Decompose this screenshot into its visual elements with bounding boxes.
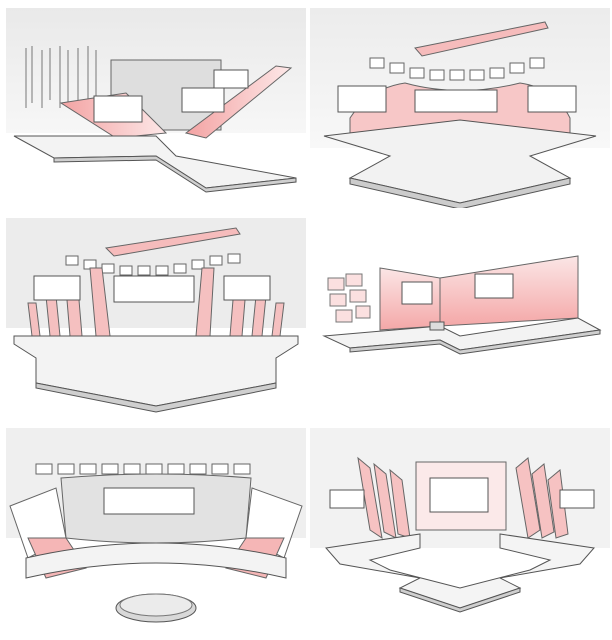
stage-sketch-4-drawing: [322, 255, 602, 355]
stage-sketch-2: [310, 8, 610, 208]
stage-sketch-1: [6, 8, 306, 208]
stage-sketch-1-drawing: [6, 8, 306, 193]
stage-sketch-3-drawing: [6, 218, 306, 413]
stage-sketch-2-drawing: [310, 8, 610, 208]
stage-sketch-6: [310, 428, 610, 628]
stage-sketch-3: [6, 218, 306, 418]
stage-sketch-6-drawing: [310, 428, 610, 613]
stage-sketch-4: [310, 218, 610, 418]
stage-sketch-5: [6, 428, 306, 628]
stage-sketch-5-drawing: [6, 428, 306, 623]
